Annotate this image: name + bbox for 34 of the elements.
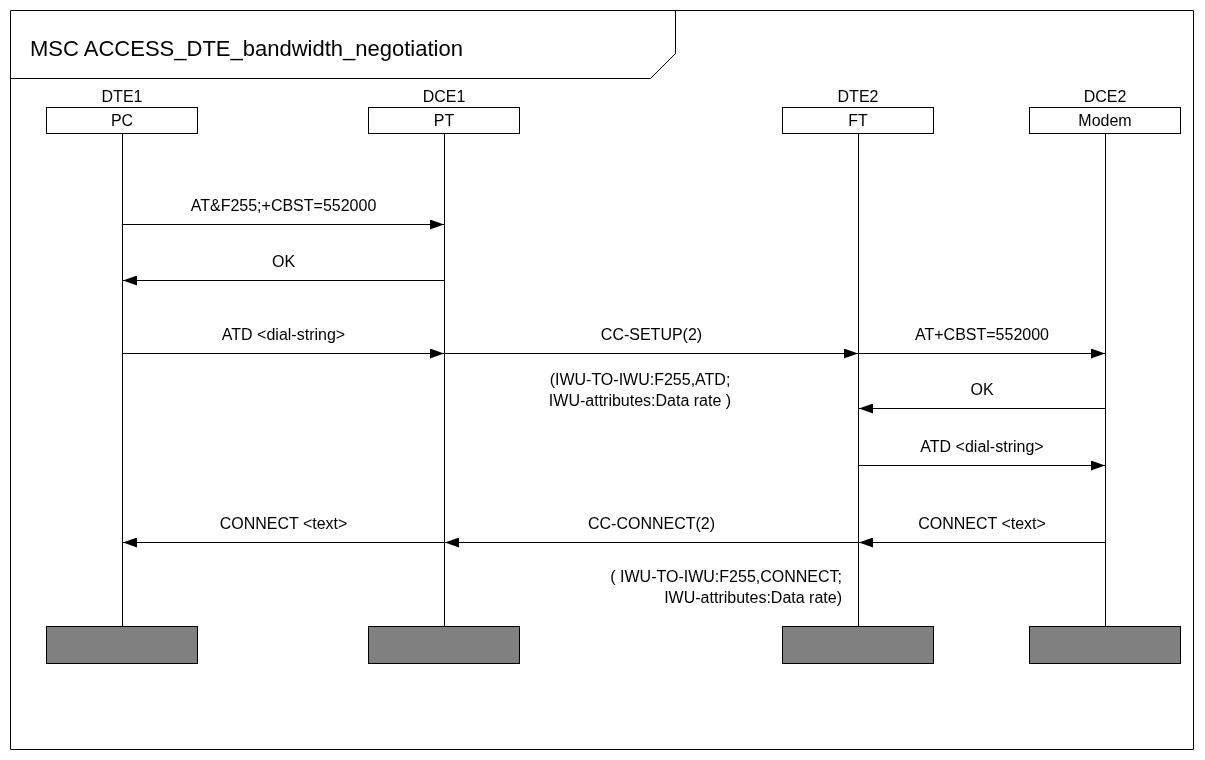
message-arrow — [858, 348, 1106, 359]
message-arrow — [858, 403, 1106, 414]
lifeline — [122, 134, 123, 626]
lifeline — [858, 134, 859, 626]
message-arrow — [122, 275, 445, 286]
message-arrow — [858, 460, 1106, 471]
message-label: CC-CONNECT(2) — [585, 514, 718, 533]
message-label: ATD <dial-string> — [918, 437, 1046, 456]
instance-box: PT — [368, 107, 520, 134]
instance-box: FT — [782, 107, 934, 134]
instance-box: PC — [46, 107, 198, 134]
message-label: CC-SETUP(2) — [598, 325, 705, 344]
lifeline-end-bar — [46, 626, 198, 664]
message-arrow — [444, 537, 859, 548]
lifeline-end-bar — [782, 626, 934, 664]
message-arrow — [122, 348, 445, 359]
instance-kind: DTE2 — [836, 88, 880, 106]
lifeline — [1105, 134, 1106, 626]
message-parameters: (IWU-TO-IWU:F255,ATD; IWU-attributes:Data rate ) — [547, 370, 733, 411]
message-arrow — [858, 537, 1106, 548]
message-label: ATD <dial-string> — [219, 325, 348, 344]
diagram-title: MSC ACCESS_DTE_bandwidth_negotiation — [30, 36, 463, 62]
message-arrow — [122, 537, 445, 548]
message-arrow — [444, 348, 859, 359]
lifeline-end-bar — [368, 626, 520, 664]
message-arrow — [122, 219, 445, 230]
instance-kind: DCE2 — [1082, 88, 1128, 106]
instance-box: Modem — [1029, 107, 1181, 134]
instance-kind: DTE1 — [100, 88, 144, 106]
message-label: AT&F255;+CBST=552000 — [188, 196, 379, 215]
message-parameters: ( IWU-TO-IWU:F255,CONNECT; IWU-attributes:Data rate) — [609, 567, 842, 608]
lifeline — [444, 134, 445, 626]
lifeline-end-bar — [1029, 626, 1181, 664]
instance-kind: DCE1 — [421, 88, 467, 106]
